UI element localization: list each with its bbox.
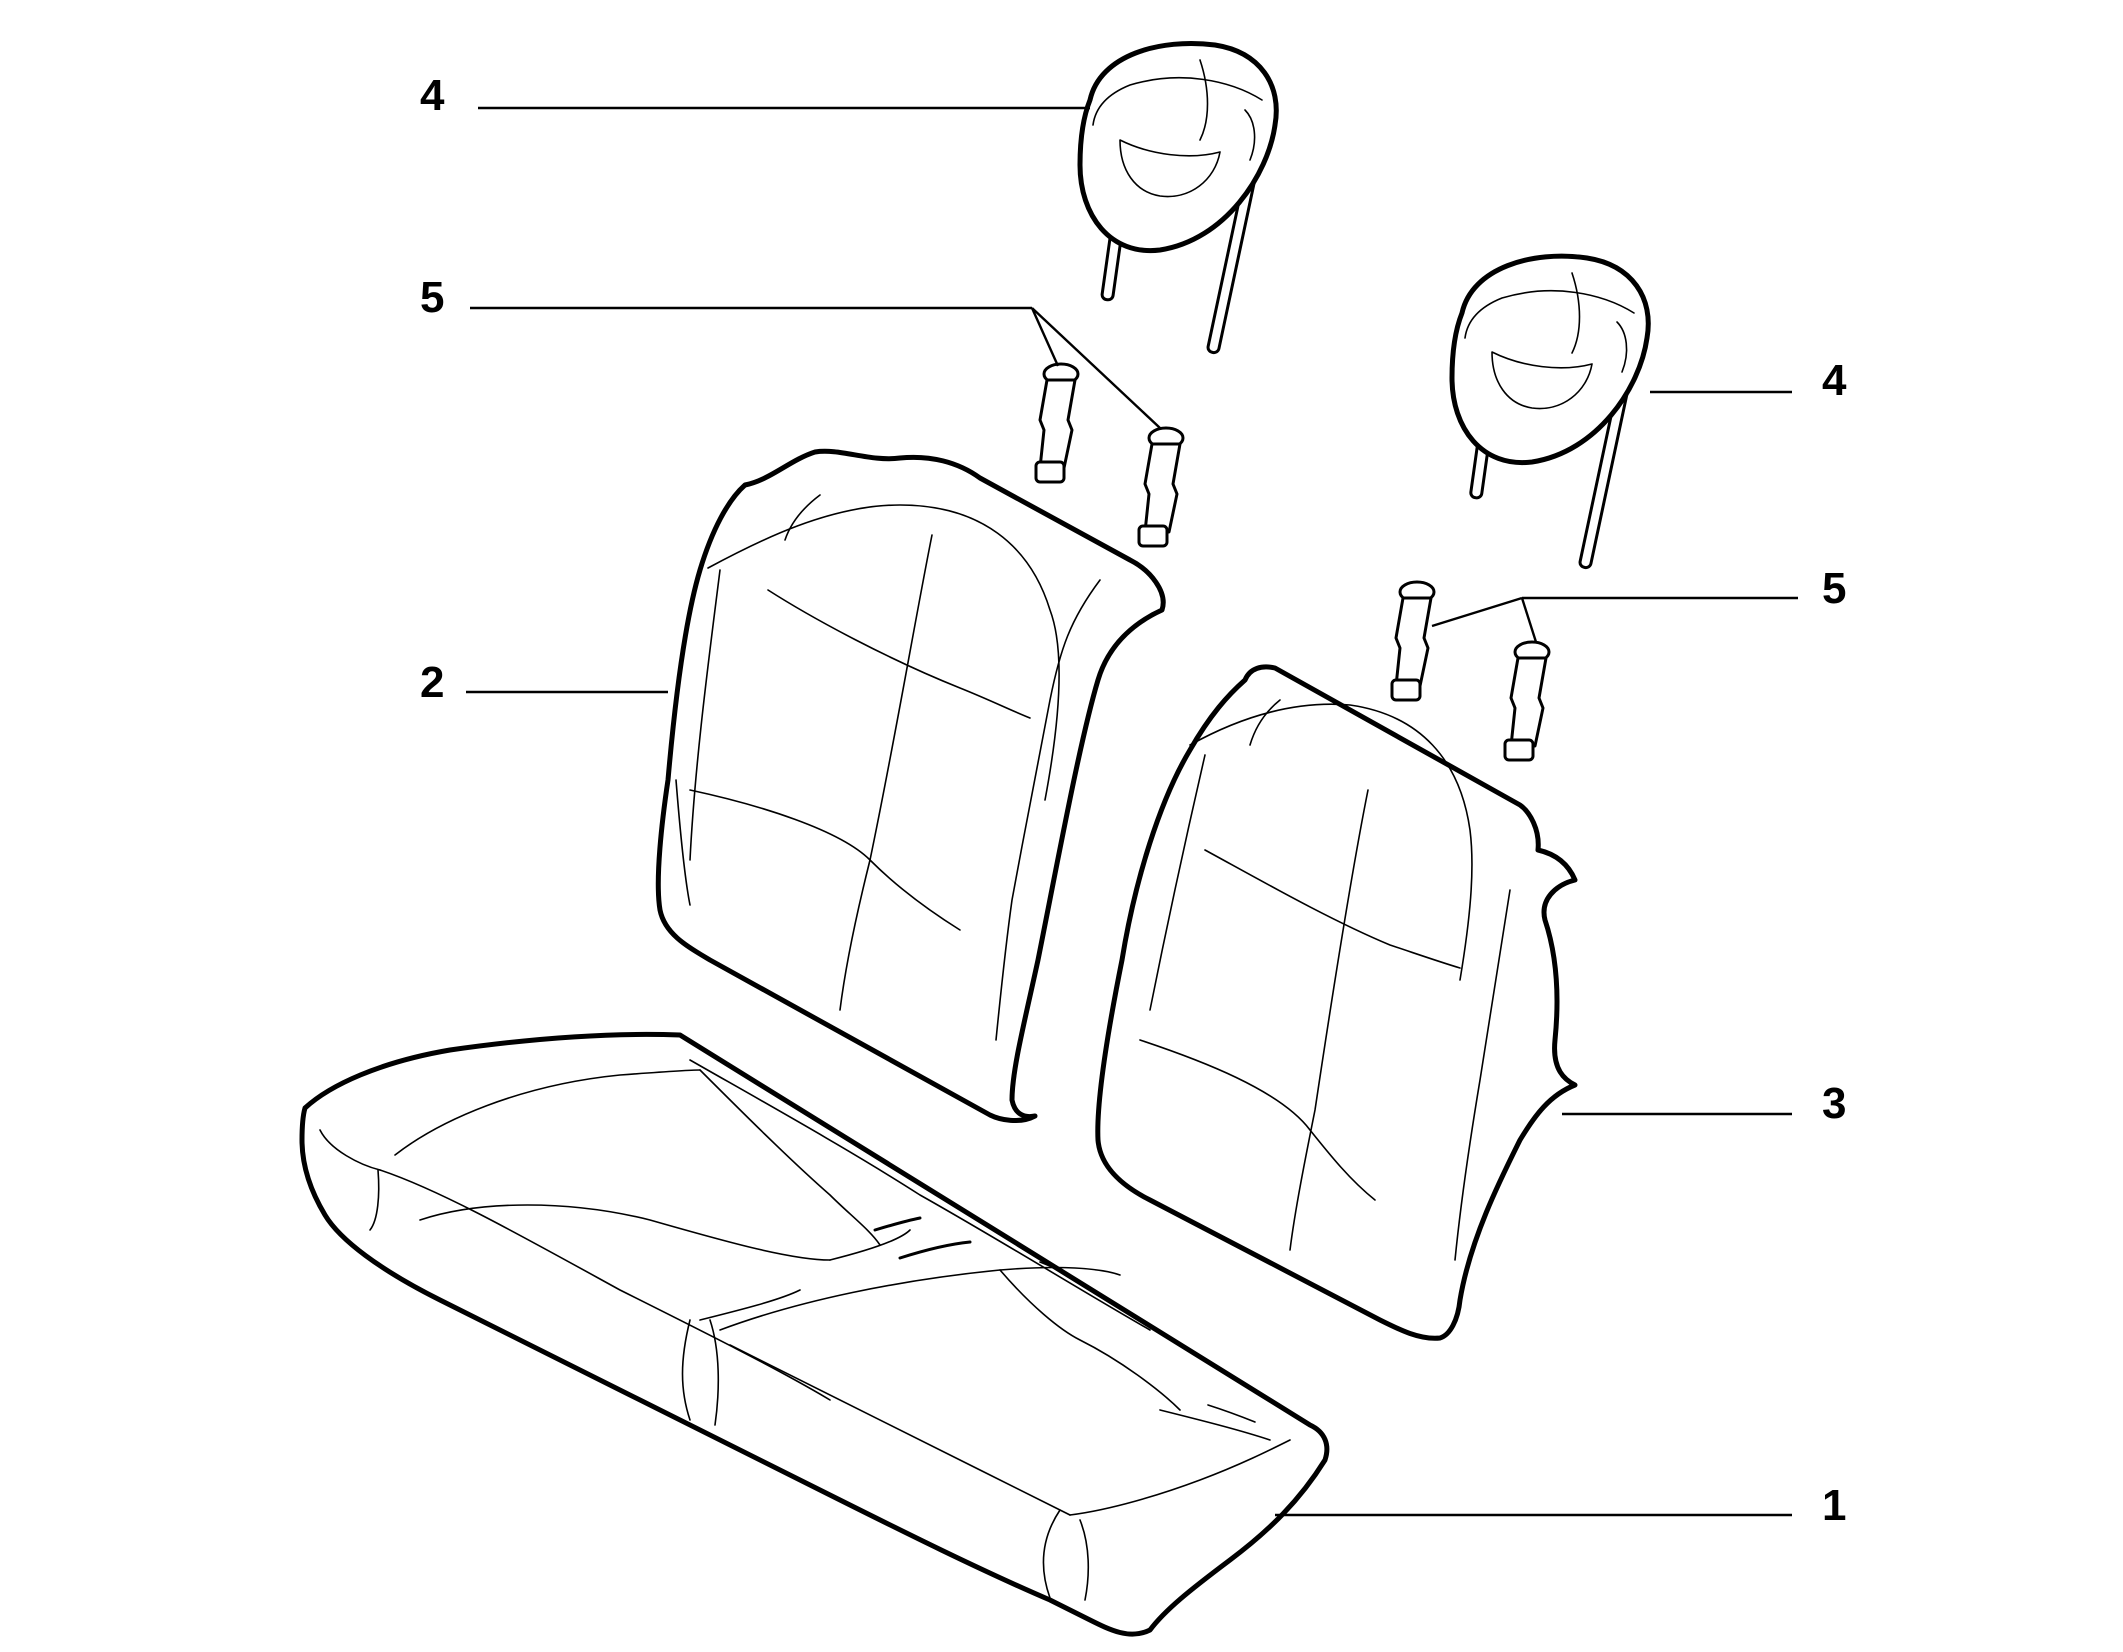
leader-guides-left-b: [1031, 307, 1161, 429]
headrest-left: [1077, 40, 1279, 355]
callout-backrest-left: 2: [420, 658, 444, 707]
leader-guides-right-a: [1431, 596, 1523, 628]
callout-guides-right: 5: [1822, 564, 1846, 613]
callout-headrest-right: 4: [1822, 356, 1847, 405]
callout-guides-left: 5: [420, 273, 444, 322]
headrest-guide-left-b: [1137, 426, 1185, 548]
headrest-guide-right-a: [1390, 580, 1436, 702]
callout-backrest-right: 3: [1822, 1079, 1846, 1128]
callout-headrest-left: 4: [420, 71, 445, 120]
callout-seat-cushion: 1: [1822, 1481, 1846, 1530]
headrest-right: [1449, 253, 1651, 570]
callout-labels: 4 4 5 5 2 3 1: [420, 71, 1847, 1530]
leader-guides-left-a: [1030, 307, 1060, 367]
backrest-left: [655, 448, 1166, 1124]
leader-lines: [466, 106, 1798, 1517]
leader-guides-right-b: [1520, 597, 1538, 643]
seat-cushion: [299, 1031, 1330, 1637]
backrest-right: [1095, 664, 1578, 1341]
headrest-guide-right-b: [1503, 640, 1551, 762]
headrest-guide-left-a: [1034, 362, 1080, 484]
